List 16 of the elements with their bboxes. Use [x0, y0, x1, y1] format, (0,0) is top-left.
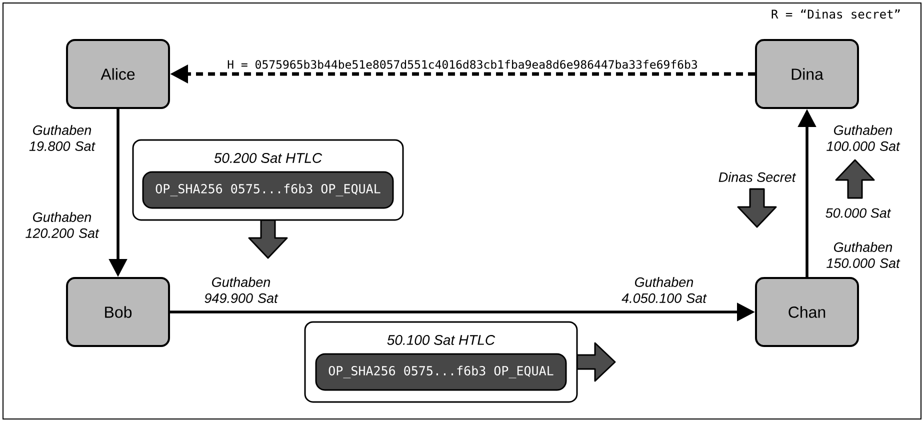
- person-box: Chan: [755, 277, 859, 347]
- balance-label: Guthaben 100.000 Sat: [826, 125, 900, 151]
- balance-label: Dinas Secret: [718, 172, 796, 182]
- balance-label: 50.000 Sat: [826, 208, 892, 218]
- person-box: Bob: [66, 277, 170, 347]
- balance-label: Guthaben 4.050.100 Sat: [622, 277, 707, 303]
- balance-label: Guthaben 19.800 Sat: [29, 125, 96, 151]
- person-box: Alice: [66, 39, 170, 109]
- balance-label: R = “Dinas secret”: [772, 9, 900, 19]
- balance-label: Guthaben 120.200 Sat: [26, 212, 100, 238]
- script-box: OP_SHA256 0575...f6b3 OP_EQUAL: [315, 353, 567, 391]
- balance-label: Guthaben 949.900 Sat: [204, 277, 278, 303]
- script-box: OP_SHA256 0575...f6b3 OP_EQUAL: [142, 171, 394, 209]
- balance-label: Guthaben 150.000 Sat: [826, 242, 900, 268]
- edge-label: H = 0575965b3b44be51e8057d551c4016d83cb1fba9ea8d6e986447ba33fe69f6b3: [228, 60, 697, 69]
- person-box: Dina: [755, 39, 859, 109]
